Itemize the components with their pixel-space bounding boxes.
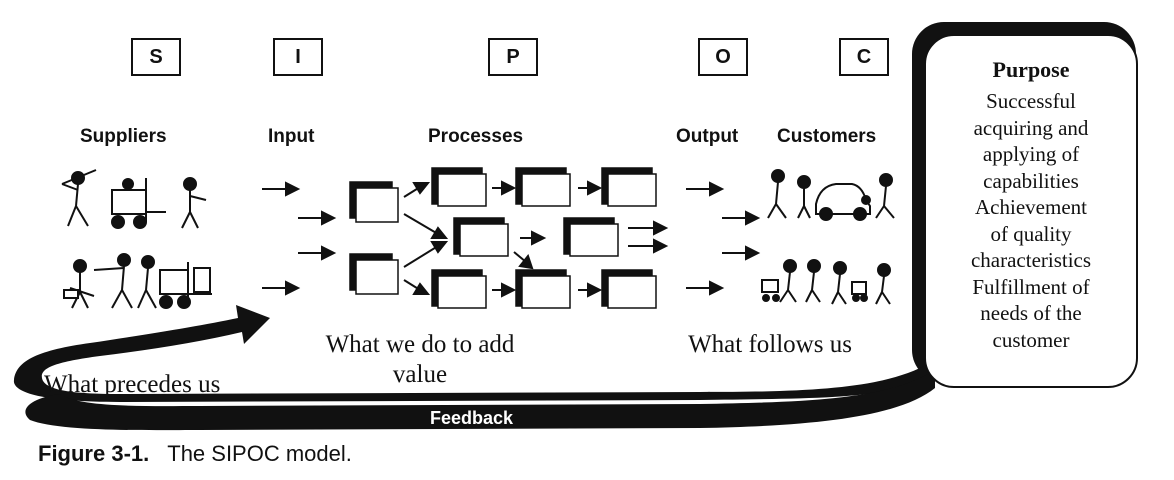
customers-bottom-illustration [761, 259, 891, 305]
purpose-line: of quality [990, 221, 1072, 246]
purpose-box: Purpose Successful acquiring and applyin… [924, 34, 1138, 388]
letter-box-i: I [273, 38, 323, 76]
purpose-line: needs of the [980, 301, 1082, 325]
process-arrows [403, 180, 669, 298]
purpose-line: capabilities [983, 168, 1079, 193]
purpose-line: Fulfillment of [972, 274, 1090, 299]
label-what-follows-us: What follows us [688, 331, 852, 358]
label-what-we-do: What we do to add value [325, 331, 515, 388]
purpose-line: Successful [986, 89, 1076, 113]
suppliers-top-illustration [61, 169, 207, 229]
figure-caption: Figure 3-1. The SIPOC model. [38, 441, 352, 467]
purpose-text: Successful acquiring and applying of cap… [926, 88, 1136, 353]
heading-output: Output [676, 126, 739, 147]
label-what-precedes-us: What precedes us [44, 371, 221, 398]
figure-caption-text: The SIPOC model. [167, 441, 352, 466]
heading-input: Input [268, 126, 315, 147]
feedback-loop [13, 305, 935, 402]
letter-box-o: O [698, 38, 748, 76]
output-arrows [686, 181, 761, 296]
purpose-line: characteristics [970, 248, 1092, 272]
feedback-label: Feedback [430, 408, 514, 428]
purpose-title: Purpose [992, 57, 1070, 82]
purpose-line: customer [992, 327, 1070, 352]
letter-box-s: S [131, 38, 181, 76]
heading-customers: Customers [777, 126, 877, 147]
purpose-line: applying of [982, 142, 1080, 166]
input-arrows [262, 181, 337, 296]
letter-box-p: P [488, 38, 538, 76]
letter-box-c: C [839, 38, 889, 76]
purpose-line: acquiring and [973, 115, 1089, 140]
customers-top-illustration [767, 169, 895, 221]
feedback-loop-inner [25, 370, 936, 431]
process-boxes [349, 167, 657, 309]
heading-suppliers: Suppliers [80, 126, 167, 147]
suppliers-bottom-illustration [63, 253, 212, 309]
heading-processes: Processes [428, 126, 524, 147]
figure-number: Figure 3-1. [38, 441, 150, 466]
purpose-line: Achievement [975, 195, 1087, 219]
